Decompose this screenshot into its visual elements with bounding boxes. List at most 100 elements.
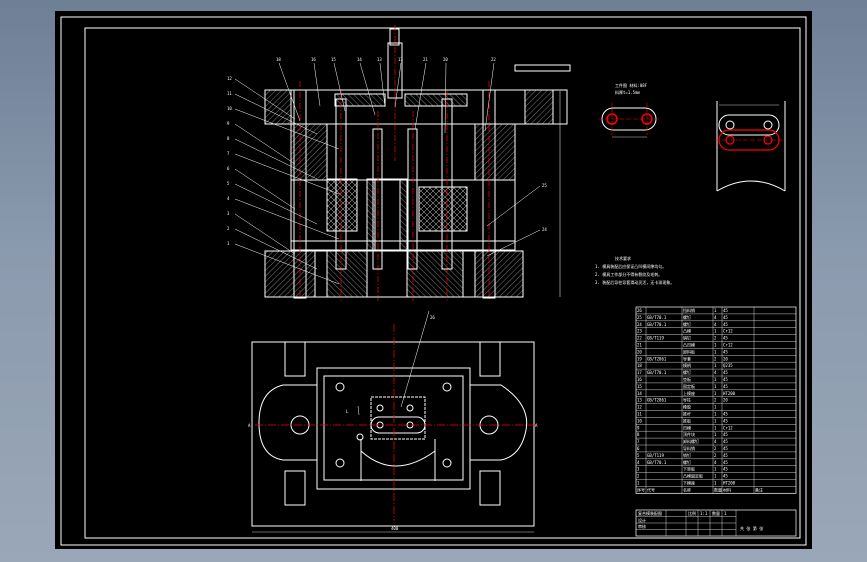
svg-text:7: 7 (637, 439, 640, 444)
svg-text:HT200: HT200 (723, 391, 736, 396)
svg-text:2: 2 (714, 336, 717, 341)
title-cell: 数量 (712, 510, 720, 516)
svg-text:GB/T2861: GB/T2861 (647, 398, 667, 403)
svg-text:1. 模具装配后应保证凸凹模间隙均匀。: 1. 模具装配后应保证凸凹模间隙均匀。 (595, 263, 666, 269)
callout-4: 4 (227, 196, 230, 201)
svg-text:1: 1 (714, 481, 717, 486)
title-cell: 设计 (638, 517, 646, 523)
svg-text:11: 11 (637, 412, 642, 417)
svg-text:GB/T70.1: GB/T70.1 (647, 460, 667, 465)
callout-14: 14 (357, 57, 362, 62)
svg-text:45: 45 (723, 412, 728, 417)
svg-text:固定板: 固定板 (683, 383, 695, 389)
callout-21: 21 (423, 57, 428, 62)
svg-text:凸模固定板: 凸模固定板 (683, 473, 703, 479)
svg-text:45: 45 (723, 370, 728, 375)
svg-text:导柱: 导柱 (683, 397, 691, 403)
bom-row: 15 固定板 1 45 (637, 383, 728, 389)
svg-text:名称: 名称 (683, 486, 691, 492)
svg-text:10: 10 (637, 418, 642, 423)
svg-text:15: 15 (637, 384, 642, 389)
svg-text:1: 1 (714, 425, 717, 430)
svg-text:4: 4 (714, 370, 717, 375)
svg-text:5: 5 (637, 453, 640, 458)
svg-text:45: 45 (723, 474, 728, 479)
svg-text:HT200: HT200 (723, 481, 736, 486)
callout-17: 17 (398, 57, 403, 62)
top-plan-view: 400 A A L (248, 310, 538, 533)
callout-18: 18 (276, 57, 281, 62)
workpiece-detail-view: 工件图 材料:08F 料厚t=1.5mm (598, 82, 661, 138)
svg-text:45: 45 (723, 467, 728, 472)
svg-text:20: 20 (723, 356, 728, 361)
bom-header: 序号代号名称数量材料备注 (637, 486, 763, 492)
callout-20: 20 (443, 57, 448, 62)
title-cell: 审核 (638, 523, 646, 529)
svg-text:14: 14 (637, 391, 642, 396)
svg-text:1: 1 (714, 384, 717, 389)
svg-text:销钉: 销钉 (683, 452, 691, 458)
svg-text:45: 45 (723, 336, 728, 341)
svg-text:13: 13 (637, 398, 642, 403)
svg-text:GB/T119: GB/T119 (647, 453, 664, 458)
svg-text:导套: 导套 (683, 355, 691, 361)
svg-text:45: 45 (723, 453, 728, 458)
svg-text:A: A (535, 423, 538, 428)
outer-frame (60, 16, 807, 546)
svg-text:1: 1 (714, 412, 717, 417)
svg-text:9: 9 (637, 425, 640, 430)
svg-text:技术要求: 技术要求 (615, 255, 631, 261)
callout-8: 8 (227, 136, 230, 141)
svg-text:螺钉: 螺钉 (683, 321, 691, 327)
callout-15: 15 (331, 57, 336, 62)
svg-text:45: 45 (723, 384, 728, 389)
title-cell: 1:1 (700, 511, 708, 516)
svg-text:45: 45 (723, 315, 728, 320)
svg-text:1: 1 (714, 474, 717, 479)
svg-text:1: 1 (714, 329, 717, 334)
callout-3: 3 (227, 211, 230, 216)
svg-text:20: 20 (637, 349, 642, 354)
svg-text:1: 1 (714, 343, 717, 348)
svg-text:2. 模具工作部分不得有裂纹及毛刺。: 2. 模具工作部分不得有裂纹及毛刺。 (595, 271, 662, 277)
svg-text:挡料销: 挡料销 (683, 307, 695, 313)
svg-text:2: 2 (714, 356, 717, 361)
svg-text:GB/T70.1: GB/T70.1 (647, 370, 667, 375)
svg-text:Cr12: Cr12 (723, 425, 733, 430)
svg-text:推杆: 推杆 (683, 411, 691, 417)
svg-text:橡胶: 橡胶 (683, 404, 691, 410)
svg-text:21: 21 (637, 343, 642, 348)
svg-text:25: 25 (637, 315, 642, 320)
svg-text:销钉: 销钉 (683, 335, 691, 341)
svg-text:4: 4 (637, 460, 640, 465)
svg-text:代号: 代号 (647, 486, 655, 492)
svg-text:26: 26 (637, 308, 642, 313)
callout-11: 11 (227, 91, 232, 96)
svg-text:下垫板: 下垫板 (683, 466, 695, 472)
svg-text:凸凹模: 凸凹模 (683, 342, 695, 348)
svg-text:4: 4 (714, 322, 717, 327)
svg-text:45: 45 (723, 322, 728, 327)
svg-text:1: 1 (714, 363, 717, 368)
technical-notes: 技术要求 1. 模具装配后应保证凸凹模间隙均匀。 2. 模具工作部分不得有裂纹及… (595, 255, 674, 285)
svg-text:1: 1 (637, 481, 640, 486)
callout-26: 26 (430, 315, 435, 320)
svg-text:凸模: 凸模 (683, 328, 691, 334)
callout-12: 12 (227, 76, 232, 81)
svg-text:16: 16 (637, 377, 642, 382)
svg-text:45: 45 (723, 377, 728, 382)
svg-text:螺钉: 螺钉 (683, 459, 691, 465)
